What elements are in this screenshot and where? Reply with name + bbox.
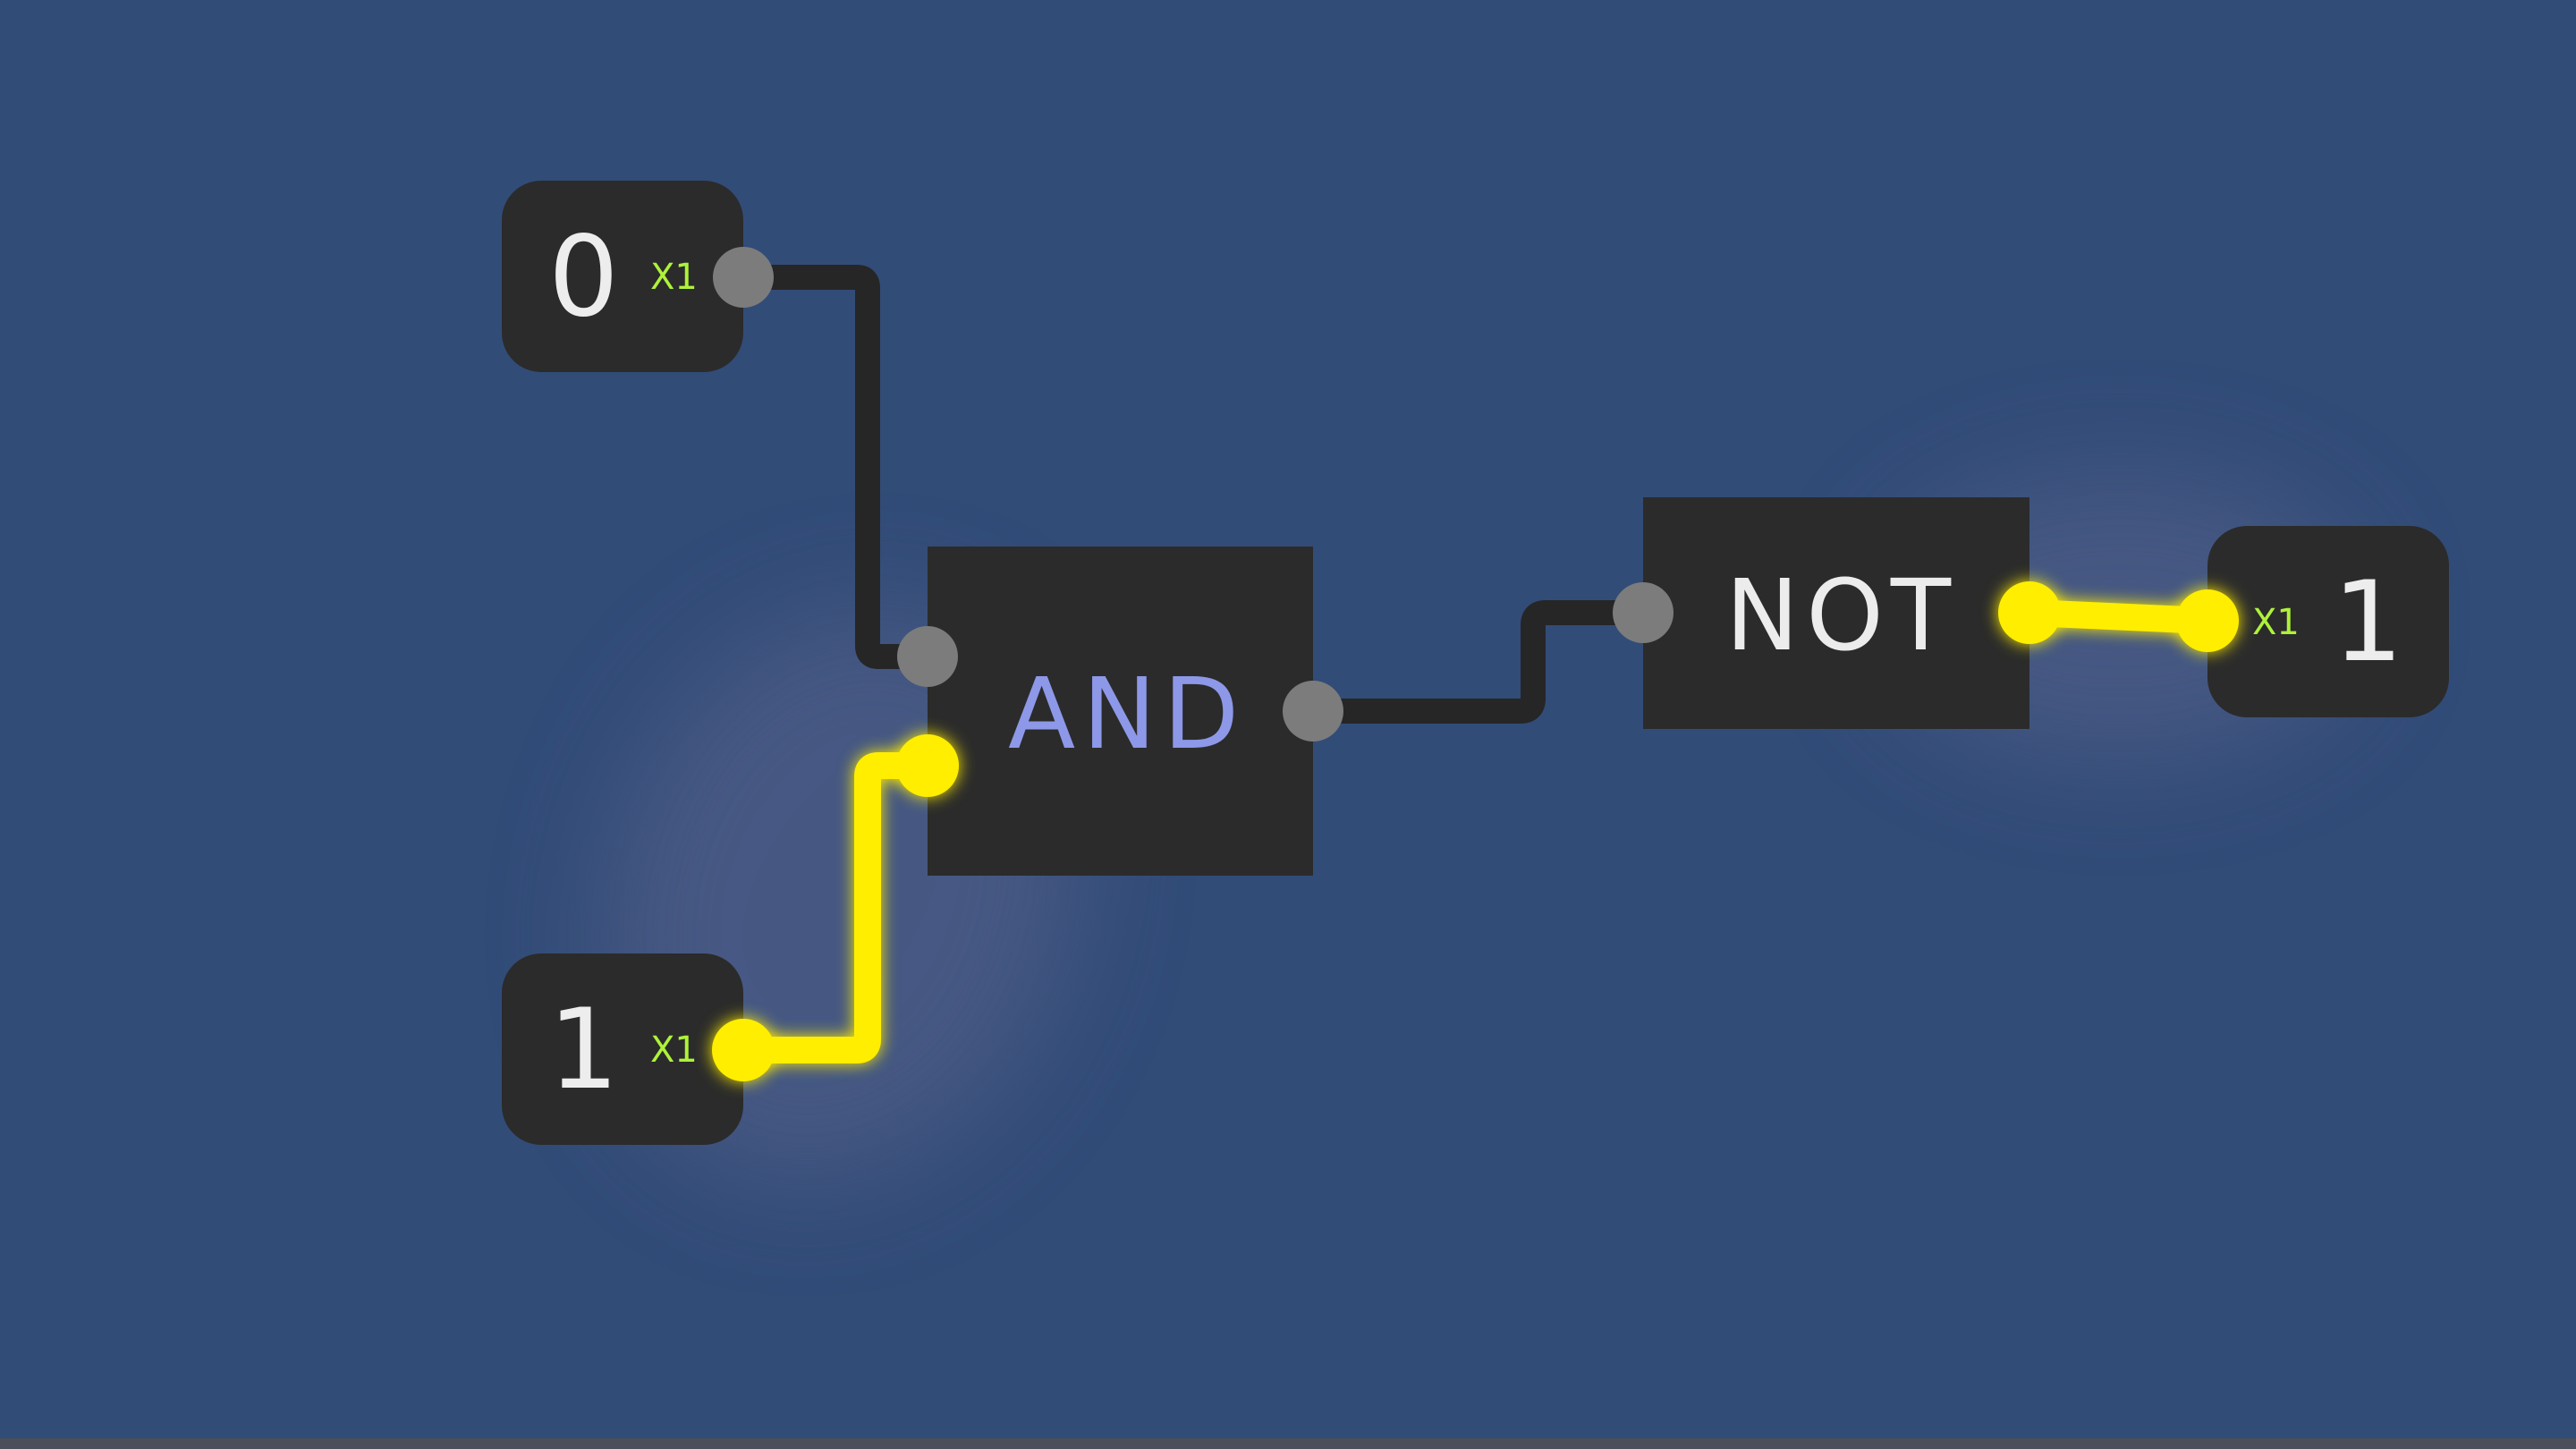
wire-input-a-to-and[interactable] [731, 265, 940, 669]
not-gate[interactable]: NOT [1643, 497, 2029, 729]
not-input-pin[interactable] [1613, 582, 1674, 643]
bottom-edge-bar [0, 1438, 2576, 1449]
output-multiplier: X1 [2252, 602, 2300, 643]
not-output-pin[interactable] [1998, 581, 2061, 644]
input-b-output-pin[interactable] [712, 1019, 775, 1081]
input-b-multiplier: X1 [650, 1030, 698, 1071]
and-input-pin-1[interactable] [897, 626, 958, 687]
output-node[interactable]: X1 1 [2207, 526, 2449, 717]
wire-and-to-not[interactable] [1301, 600, 1656, 724]
input-a-multiplier: X1 [650, 257, 698, 298]
input-node-b[interactable]: 1 X1 [502, 953, 743, 1145]
active-pins [712, 581, 2239, 1081]
input-node-a[interactable]: 0 X1 [502, 181, 743, 372]
and-gate[interactable]: AND [928, 547, 1313, 876]
input-a-value: 0 [548, 213, 619, 342]
and-input-pin-2[interactable] [896, 734, 959, 797]
input-b-value: 1 [548, 986, 619, 1114]
input-a-output-pin[interactable] [713, 247, 774, 308]
output-input-pin[interactable] [2176, 589, 2239, 652]
and-output-pin[interactable] [1283, 681, 1343, 741]
active-wires [730, 599, 2221, 1063]
output-value: 1 [2333, 558, 2403, 687]
and-gate-label: AND [1008, 657, 1247, 771]
wire-input-b-to-and[interactable] [730, 752, 941, 1063]
not-gate-label: NOT [1725, 558, 1959, 673]
